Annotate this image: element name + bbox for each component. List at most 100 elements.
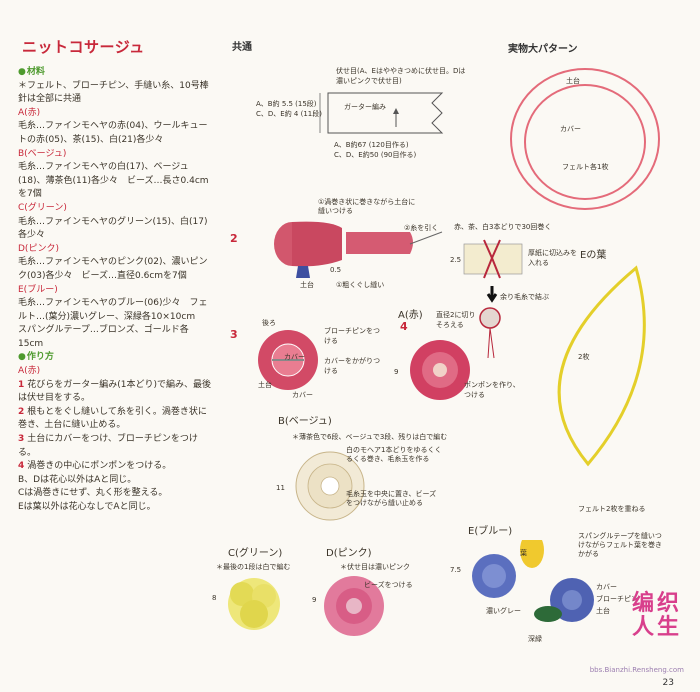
- step3-cover-note: カバーをかがりつける: [324, 357, 381, 375]
- method-heading: 作り方: [18, 351, 213, 365]
- patternB-center-note: 白のモヘア1本どりをゆるくくるくる巻き、毛糸玉を作る: [346, 446, 442, 463]
- page-number: 23: [662, 678, 674, 688]
- pompom-tie-note: 余り毛糸で結ぶ: [500, 293, 549, 301]
- patternD-title: D(ピンク): [326, 548, 372, 559]
- material-label: C(グリーン): [18, 202, 67, 213]
- patternE-pin-label: ブローチピン: [596, 595, 638, 603]
- ring-pattern: [510, 68, 660, 210]
- patternC-title: C(グリーン): [228, 548, 283, 559]
- leaf-pattern: [557, 265, 646, 467]
- patternC-size: 8: [212, 594, 217, 602]
- common-heading: 共通: [232, 42, 252, 53]
- patternC-note: ＊最後の1段は白で編む: [216, 563, 291, 571]
- pattern-heading: 実物大パターン: [508, 44, 578, 55]
- step4-size: 9: [394, 368, 399, 376]
- instructions-column: 材料 ＊フェルト、ブローチピン、手縫い糸、10号棒針は全部に共通 A(赤) 毛糸……: [18, 66, 213, 515]
- patternB-note: ＊薄茶色で6段、ベージュで3段、残りは白で編む: [292, 433, 448, 441]
- patternD-size: 9: [312, 596, 317, 604]
- patternE-cover-label: カバー: [596, 583, 617, 591]
- material-text: 毛糸…ファインモヘヤの白(17)、ベージュ(18)、薄茶色(11)各少々 ビーズ…: [18, 162, 209, 200]
- step2-strip-illustration: [274, 221, 443, 278]
- step-text: 根もとをぐし縫いして糸を引く。渦巻き状に巻き、土台に縫い止める。: [18, 406, 207, 431]
- step-number: 3: [18, 434, 25, 445]
- materials-common: ＊フェルト、ブローチピン、手縫い糸、10号棒針は全部に共通: [18, 80, 209, 105]
- ring-base-label: 土台: [566, 77, 580, 85]
- step2-dim: 0.5: [330, 266, 342, 274]
- step2-base-label: 土台: [300, 281, 314, 289]
- materials-heading: 材料: [18, 66, 213, 80]
- pompom-top-note: 赤、茶、白3本どりで30回巻く: [454, 223, 552, 231]
- step3-pin-note: ブローチピンをつける: [324, 327, 380, 345]
- pompom-dim: 2.5: [450, 256, 462, 264]
- patternE-green-label: 深緑: [528, 635, 542, 643]
- material-text: 毛糸…ファインモヘヤのグリーン(15)、白(17)各少々: [18, 216, 208, 241]
- material-label: A(赤): [18, 107, 41, 118]
- material-text: 毛糸…ファインモヘヤの赤(04)、ウールキュートの赤(05)、茶(15)、白(2…: [18, 121, 208, 145]
- patternB-title: B(ベージュ): [278, 416, 332, 427]
- step1-left-note: A、B約 5.5 (15段) C、D、E約 4 (11段): [256, 100, 322, 118]
- materials-list: A(赤) 毛糸…ファインモヘヤの赤(04)、ウールキュートの赤(05)、茶(15)…: [18, 107, 213, 352]
- step3-back-illustration: [258, 330, 318, 390]
- garter-rectangle-diagram: [319, 92, 444, 134]
- patternE-title: E(ブルー): [468, 526, 513, 537]
- step-number: 2: [18, 406, 25, 417]
- material-text: 毛糸…ファインモヘヤのブルー(06)少々 フェルト…(葉分)濃いグレー、深緑各1…: [18, 298, 208, 349]
- patternE-leaf-label: 葉: [520, 549, 527, 557]
- patternB-flower-illustration: [295, 451, 365, 521]
- patternE-gray-label: 濃いグレー: [486, 607, 521, 615]
- patternC-flower-illustration: [228, 578, 280, 630]
- method-note: B、Dは花心以外はAと同じ。: [18, 474, 137, 485]
- step2-number: 2: [230, 232, 238, 245]
- step3-back-label: 後ろ: [262, 319, 276, 327]
- step-number: 1: [18, 379, 25, 390]
- step4-number: 4: [400, 320, 408, 333]
- patternD-bead-note: ビーズをつける: [364, 581, 413, 589]
- watermark-logo: 编织 人生: [632, 592, 682, 640]
- leaf-title: Eの葉: [580, 250, 607, 261]
- step2-note2: ②糸を引く: [404, 224, 439, 232]
- page-title: ニットコサージュ: [22, 38, 145, 56]
- method-sub: A(赤): [18, 366, 41, 377]
- ring-felt-label: フェルト各1枚: [562, 163, 609, 171]
- pompom-cut-note: 厚紙に切込みを入れる: [528, 249, 577, 267]
- material-text: 毛糸…ファインモヘヤのピンク(02)、濃いピンク(03)各少々 ビーズ…直径0.…: [18, 257, 208, 281]
- patternE-size: 7.5: [450, 566, 462, 574]
- step3-number: 3: [230, 328, 238, 341]
- patternD-flower-illustration: [324, 576, 384, 636]
- method-note: Eは葉以外は花心なしでAと同じ。: [18, 502, 156, 512]
- patternD-note: ＊伏せ目は濃いピンク: [340, 563, 410, 571]
- step-text: 土台にカバーをつけ、ブローチピンをつける。: [18, 434, 198, 458]
- watermark-line1: 编织: [631, 591, 682, 616]
- method-notes: B、Dは花心以外はAと同じ。 Cは渦巻きにせず、丸く形を整える。 Eは葉以外は花心な…: [18, 474, 213, 515]
- step4-pompom-note: ポンポンを作り、つける: [464, 381, 520, 399]
- material-label: B(ベージュ): [18, 148, 67, 159]
- patternE-tape-note: スパングルテープを縫いつけながらフェルト葉を巻きかがる: [578, 532, 662, 558]
- method-note: Cは渦巻きにせず、丸く形を整える。: [18, 488, 168, 499]
- step2-note3: ①粗くぐし縫い: [336, 281, 385, 289]
- step1-top-note: 伏せ目(A、Eはややきつめに伏せ目。Dは濃いピンクで伏せ目): [336, 67, 466, 85]
- step2-note1: ①渦巻き状に巻きながら土台に縫いつける: [318, 198, 416, 215]
- watermark-url: bbs.Bianzhi.Rensheng.com: [589, 666, 684, 674]
- patternE-base-label: 土台: [596, 607, 610, 615]
- material-label: E(ブルー): [18, 284, 58, 295]
- patternB-bead-note: 毛糸玉を中央に置き、ビーズをつけながら縫い止める: [346, 490, 437, 507]
- material-label: D(ピンク): [18, 243, 59, 254]
- patternB-size: 11: [276, 484, 285, 492]
- step-number: 4: [18, 461, 25, 472]
- patternE-felt-note: フェルト2枚を重ねる: [578, 505, 646, 513]
- step3-cover-bottom: カバー: [292, 391, 313, 399]
- step1-center-label: ガーター編み: [344, 103, 386, 111]
- watermark-line2: 人生: [631, 615, 682, 640]
- step-text: 渦巻きの中心にポンポンをつける。: [27, 461, 172, 472]
- ring-cover-label: カバー: [560, 125, 581, 133]
- pompom-trim-note: 直径2に切りそろえる: [436, 311, 476, 329]
- step-text: 花びらをガーター編み(1本どり)で編み、最後は伏せ目をする。: [18, 379, 212, 404]
- step3-base-label: 土台: [258, 381, 272, 389]
- step4-flower-illustration: [410, 340, 470, 400]
- pompom-illustration: [463, 239, 523, 359]
